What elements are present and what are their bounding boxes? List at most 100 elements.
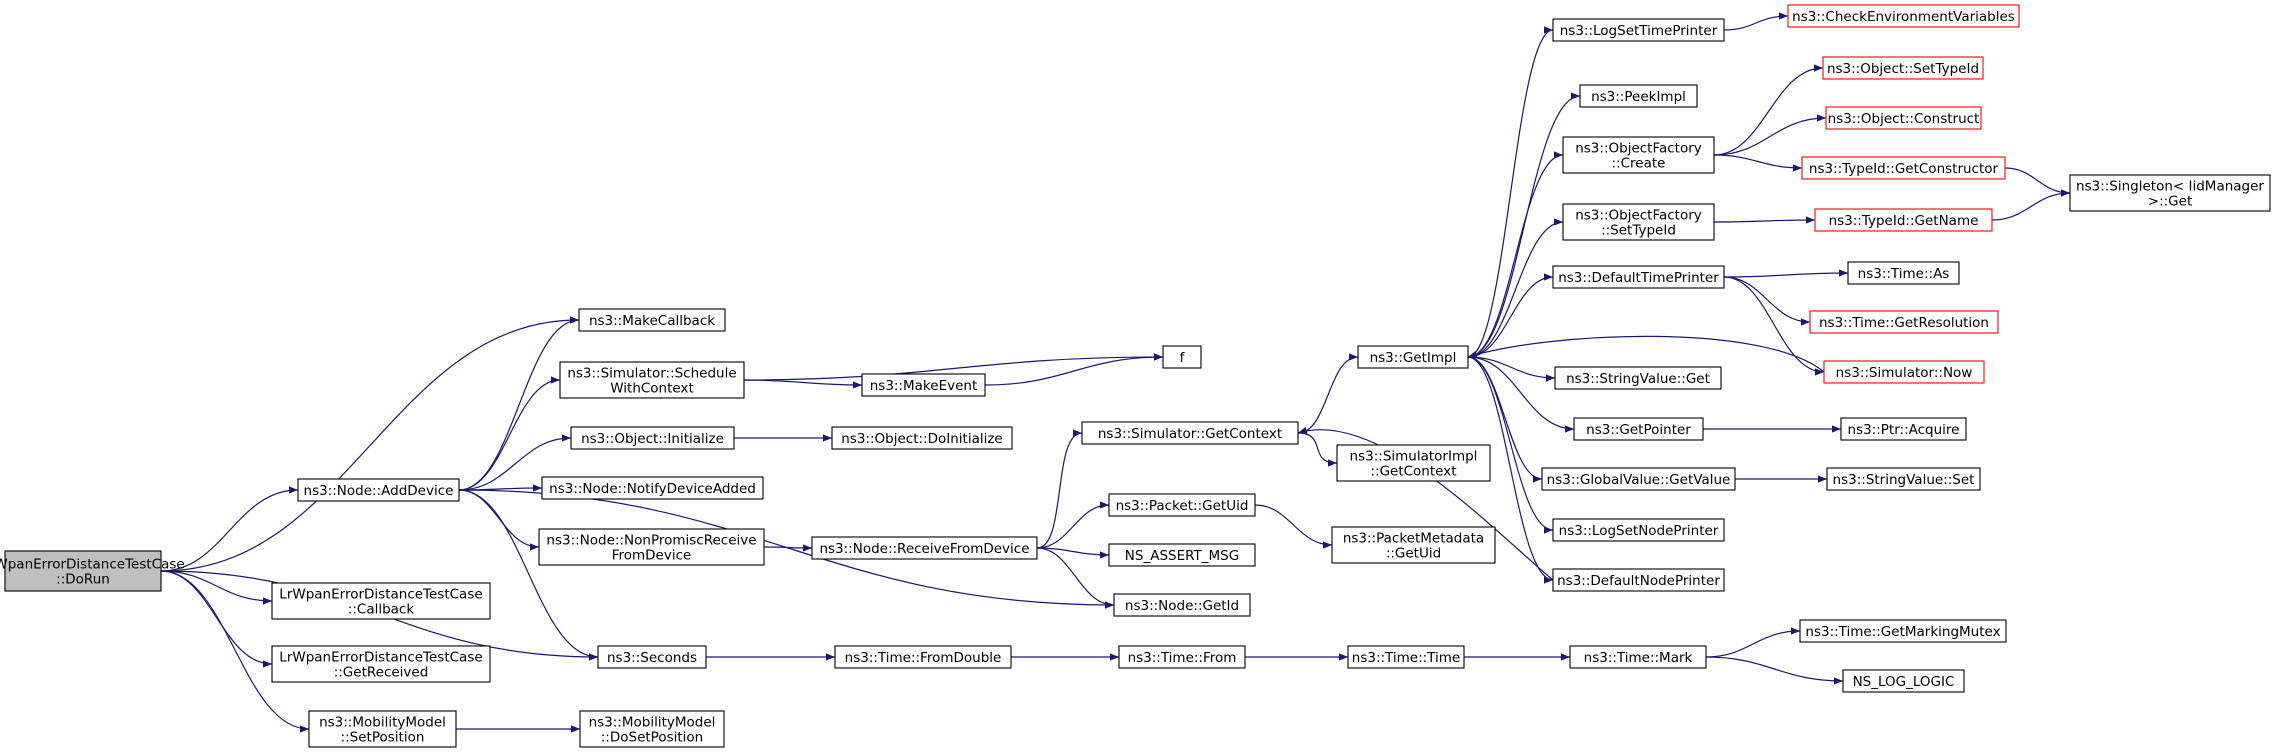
edge-dorun-to-getReceived — [160, 570, 273, 668]
edge-dorun-to-makeCallback — [160, 316, 580, 572]
node-logSetTP[interactable]: ns3::LogSetTimePrinter — [1552, 18, 1725, 42]
node-nsAssert[interactable]: NS_ASSERT_MSG — [1108, 543, 1256, 567]
edge-getImpl-to-defTP — [1467, 273, 1554, 358]
node-svSet-box — [1826, 467, 1981, 491]
node-callbackTC[interactable]: LrWpanErrorDistanceTestCase::Callback — [271, 582, 491, 620]
node-setPosition[interactable]: ns3::MobilityModel::SetPosition — [308, 710, 457, 748]
node-f[interactable]: f — [1162, 345, 1202, 369]
node-notifyDev[interactable]: ns3::Node::NotifyDeviceAdded — [541, 476, 764, 500]
node-fromDouble-label-0: ns3::Time::FromDouble — [845, 650, 1002, 666]
node-simNow[interactable]: ns3::Simulator::Now — [1823, 360, 1985, 384]
node-getImpl[interactable]: ns3::GetImpl — [1357, 345, 1469, 369]
node-scheduleWC-box — [559, 361, 745, 399]
node-makeEvent[interactable]: ns3::MakeEvent — [861, 373, 986, 397]
node-simGetCtx-label-0: ns3::Simulator::GetContext — [1098, 426, 1282, 442]
node-addDevice[interactable]: ns3::Node::AddDevice — [297, 478, 460, 502]
node-svGet[interactable]: ns3::StringValue::Get — [1554, 366, 1722, 390]
node-checkEnv[interactable]: ns3::CheckEnvironmentVariables — [1787, 4, 2020, 28]
node-tidGetName[interactable]: ns3::TypeId::GetName — [1814, 208, 1993, 232]
edge-getImpl-to-ofSetTypeId — [1467, 218, 1564, 358]
node-makeCallback[interactable]: ns3::MakeCallback — [578, 308, 726, 332]
node-makeCallback-label-0: ns3::MakeCallback — [589, 313, 715, 329]
node-logSetTP-box — [1552, 18, 1725, 42]
node-gvGetValue[interactable]: ns3::GlobalValue::GetValue — [1541, 467, 1736, 491]
node-timeTime[interactable]: ns3::Time::Time — [1347, 645, 1465, 669]
node-setPosition-box — [308, 710, 457, 748]
node-defTP[interactable]: ns3::DefaultTimePrinter — [1552, 265, 1725, 289]
edge-simGetCtx-to-getImpl — [1297, 353, 1359, 434]
node-pktMetaUid[interactable]: ns3::PacketMetadata::GetUid — [1331, 526, 1496, 564]
node-fromDouble[interactable]: ns3::Time::FromDouble — [834, 645, 1012, 669]
node-pktGetUid[interactable]: ns3::Packet::GetUid — [1108, 493, 1256, 517]
node-nsAssert-label-0: NS_ASSERT_MSG — [1125, 548, 1239, 564]
node-simGetCtx[interactable]: ns3::Simulator::GetContext — [1081, 421, 1299, 445]
node-callbackTC-label-1: ::Callback — [348, 602, 415, 618]
node-dorun[interactable]: LrWpanErrorDistanceTestCase::DoRun — [0, 550, 185, 592]
node-gvGetValue-label-0: ns3::GlobalValue::GetValue — [1547, 472, 1731, 488]
node-simImplCtx[interactable]: ns3::SimulatorImpl::GetContext — [1336, 444, 1491, 482]
node-timeMark[interactable]: ns3::Time::Mark — [1569, 645, 1707, 669]
edge-ofCreate-to-objConstruct — [1713, 114, 1827, 156]
node-scheduleWC-label-1: WithContext — [610, 381, 694, 397]
edge-scheduleWC-to-makeEvent — [743, 379, 863, 389]
node-timeFrom[interactable]: ns3::Time::From — [1118, 645, 1246, 669]
node-defNP[interactable]: ns3::DefaultNodePrinter — [1552, 568, 1725, 592]
node-ptrAcquire-box — [1840, 417, 1967, 441]
node-tidGetCtor-box — [1801, 156, 2006, 180]
node-ofSetTypeId-label-1: ::SetTypeId — [1601, 223, 1676, 239]
node-objSetTypeId[interactable]: ns3::Object::SetTypeId — [1822, 56, 1984, 80]
node-seconds[interactable]: ns3::Seconds — [597, 645, 707, 669]
node-peekImpl-label-0: ns3::PeekImpl — [1591, 89, 1686, 105]
node-ofSetTypeId[interactable]: ns3::ObjectFactory::SetTypeId — [1562, 203, 1715, 241]
node-getMarkMutex[interactable]: ns3::Time::GetMarkingMutex — [1799, 619, 2007, 643]
node-timeGetRes[interactable]: ns3::Time::GetResolution — [1809, 310, 1999, 334]
node-recvFromDev[interactable]: ns3::Node::ReceiveFromDevice — [811, 536, 1038, 560]
edge-tidGetName-to-singletonGet — [1991, 189, 2071, 221]
node-notifyDev-box — [541, 476, 764, 500]
node-timeAs-box — [1847, 261, 1960, 285]
node-getPointer[interactable]: ns3::GetPointer — [1573, 417, 1704, 441]
node-ofCreate[interactable]: ns3::ObjectFactory::Create — [1562, 136, 1715, 174]
node-timeAs[interactable]: ns3::Time::As — [1847, 261, 1960, 285]
node-pktMetaUid-box — [1331, 526, 1496, 564]
node-logSetNP-box — [1552, 518, 1725, 542]
node-svSet[interactable]: ns3::StringValue::Set — [1826, 467, 1981, 491]
edge-getImpl-to-logSetTP — [1467, 26, 1554, 358]
node-getReceived[interactable]: LrWpanErrorDistanceTestCase::GetReceived — [271, 645, 491, 683]
node-getMarkMutex-label-0: ns3::Time::GetMarkingMutex — [1805, 624, 2000, 640]
node-nonPromisc-box — [538, 528, 765, 566]
node-objConstruct[interactable]: ns3::Object::Construct — [1825, 106, 1982, 130]
node-nsLogLogic-box — [1842, 669, 1965, 693]
node-timeMark-box — [1569, 645, 1707, 669]
node-nodeGetId[interactable]: ns3::Node::GetId — [1113, 593, 1251, 617]
node-addDevice-box — [297, 478, 460, 502]
node-logSetNP[interactable]: ns3::LogSetNodePrinter — [1552, 518, 1725, 542]
node-timeFrom-box — [1118, 645, 1246, 669]
node-objDoInit-label-0: ns3::Object::DoInitialize — [841, 431, 1003, 447]
node-pktGetUid-box — [1108, 493, 1256, 517]
node-objInit[interactable]: ns3::Object::Initialize — [570, 426, 735, 450]
node-nsLogLogic[interactable]: NS_LOG_LOGIC — [1842, 669, 1965, 693]
node-ptrAcquire[interactable]: ns3::Ptr::Acquire — [1840, 417, 1967, 441]
node-doSetPos[interactable]: ns3::MobilityModel::DoSetPosition — [579, 710, 725, 748]
node-doSetPos-label-0: ns3::MobilityModel — [589, 715, 716, 731]
node-nonPromisc-label-1: FromDevice — [612, 548, 692, 564]
node-objDoInit[interactable]: ns3::Object::DoInitialize — [831, 426, 1013, 450]
edge-ofCreate-to-tidGetCtor — [1713, 154, 1803, 172]
node-timeMark-label-0: ns3::Time::Mark — [1584, 650, 1693, 666]
node-peekImpl[interactable]: ns3::PeekImpl — [1579, 84, 1698, 108]
node-tidGetCtor[interactable]: ns3::TypeId::GetConstructor — [1801, 156, 2006, 180]
edge-recvFromDev-to-nsAssert — [1036, 547, 1110, 559]
edge-simNow-to-getImpl — [1467, 335, 1825, 373]
edge-ofSetTypeId-to-tidGetName — [1713, 216, 1816, 224]
node-singletonGet[interactable]: ns3::Singleton< IidManager >::Get — [2069, 174, 2271, 212]
node-setPosition-label-1: ::SetPosition — [341, 730, 425, 746]
node-ofSetTypeId-label-0: ns3::ObjectFactory — [1575, 208, 1702, 224]
edge-logSetTP-to-checkEnv — [1723, 12, 1789, 31]
edge-defTP-to-timeAs — [1723, 269, 1849, 278]
node-getPointer-box — [1573, 417, 1704, 441]
edge-recvFromDev-to-nodeGetId — [1036, 547, 1115, 609]
